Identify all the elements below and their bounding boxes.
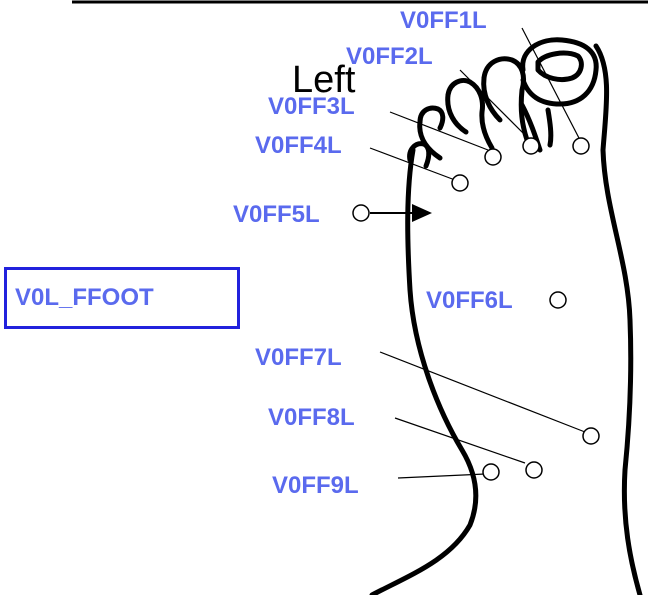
marker-ff6[interactable] [549, 291, 567, 309]
marker-ff7[interactable] [582, 427, 600, 445]
leader-lines [369, 27, 586, 479]
label-ff1: V0FF1L [400, 7, 487, 34]
label-ff9: V0FF9L [272, 472, 359, 499]
marker-ff2[interactable] [522, 137, 540, 155]
group-label-text: V0L_FFOOT [15, 284, 154, 311]
label-ff2: V0FF2L [346, 43, 433, 70]
foot-outline [369, 37, 643, 595]
label-ff3: V0FF3L [268, 93, 355, 120]
ff5-arrow [370, 204, 432, 222]
marker-ff4[interactable] [451, 174, 469, 192]
group-label-box[interactable]: V0L_FFOOT [4, 267, 240, 329]
marker-ff3[interactable] [484, 148, 502, 166]
side-title: Left [292, 59, 356, 101]
label-ff5: V0FF5L [233, 201, 320, 228]
label-ff8: V0FF8L [268, 404, 355, 431]
marker-ff8[interactable] [525, 461, 543, 479]
label-ff6: V0FF6L [426, 287, 513, 314]
label-ff7: V0FF7L [255, 344, 342, 371]
label-ff4: V0FF4L [255, 132, 342, 159]
marker-ff1[interactable] [572, 137, 590, 155]
marker-ff5[interactable] [352, 204, 370, 222]
marker-ff9[interactable] [482, 463, 500, 481]
